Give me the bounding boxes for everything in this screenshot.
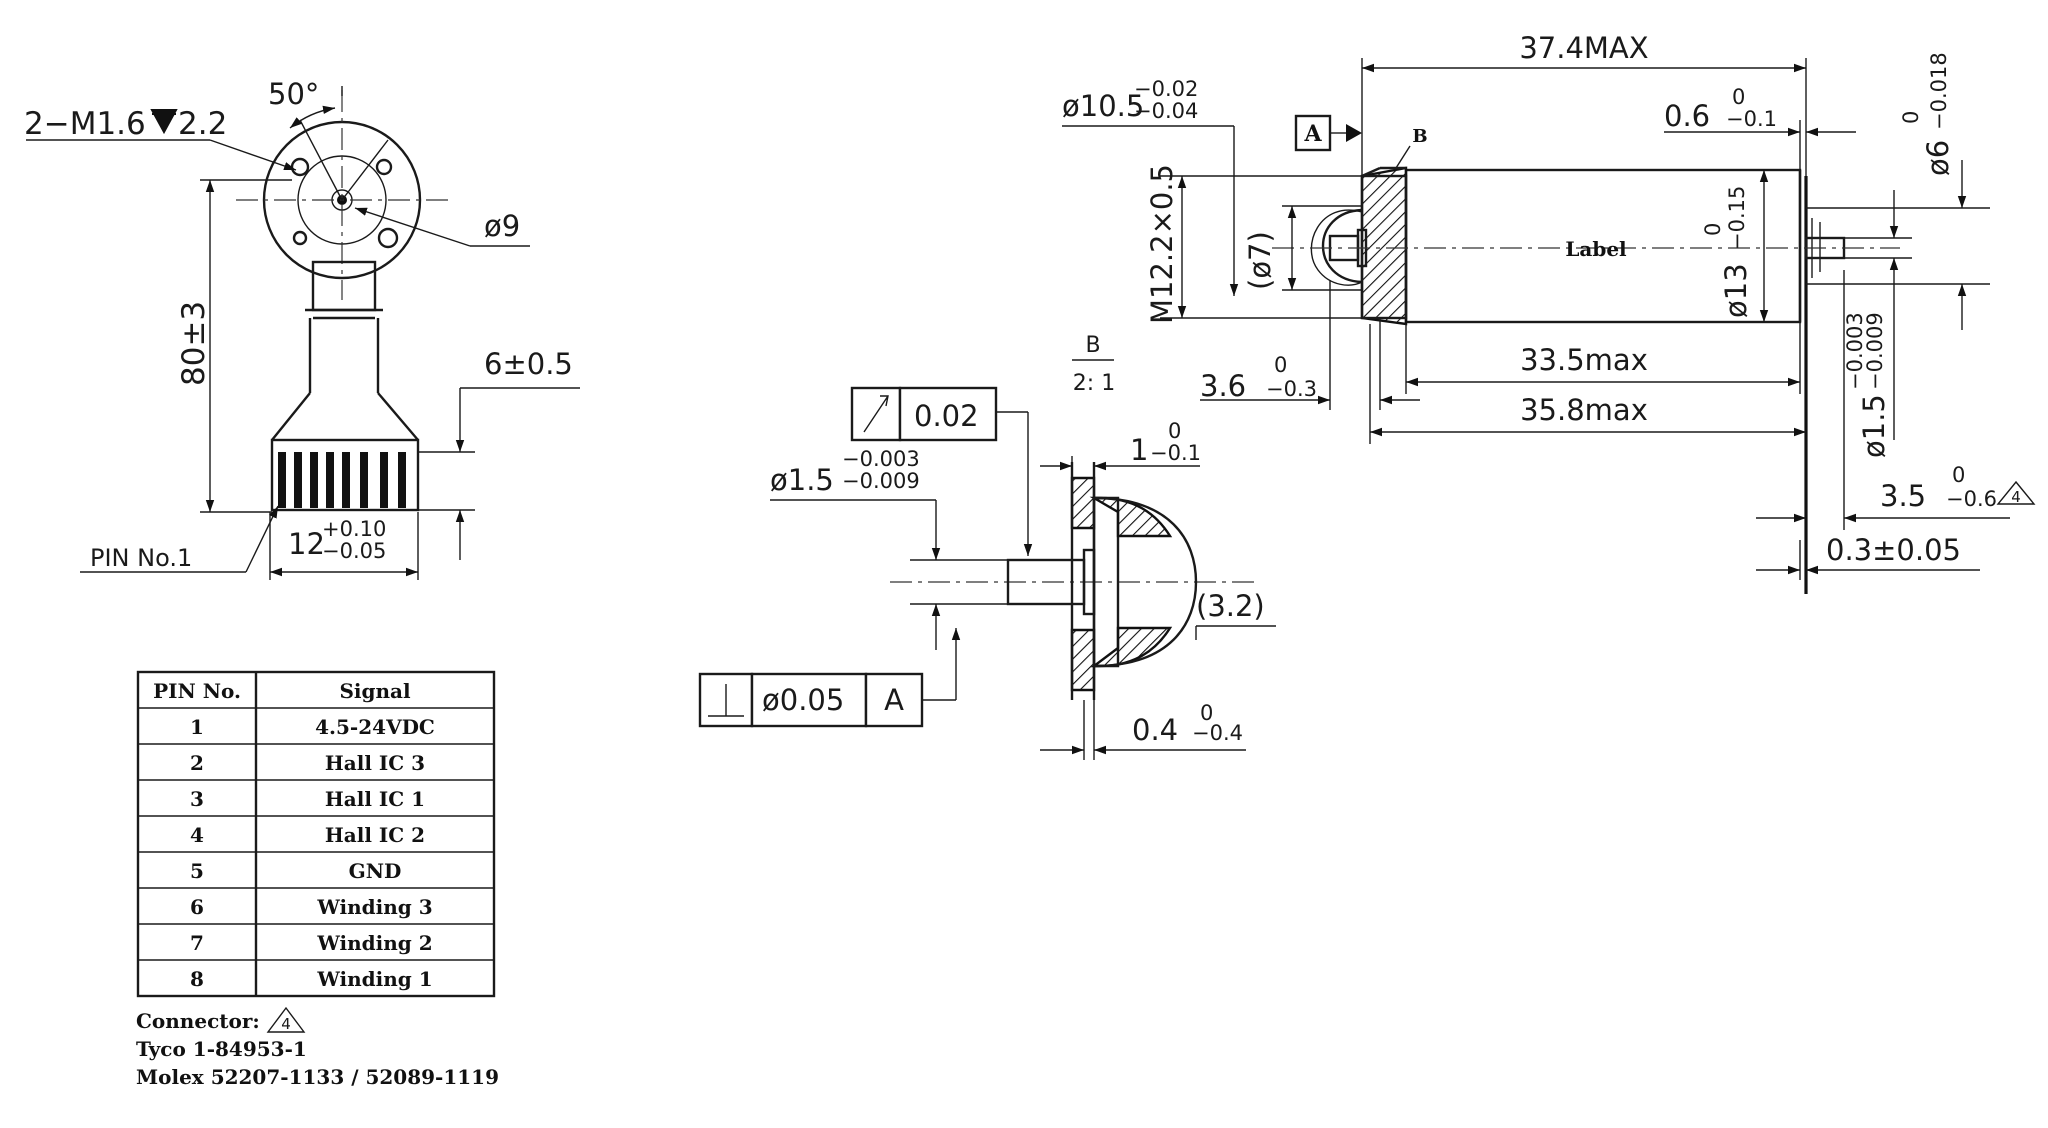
dia15-upper: −0.003 <box>1843 312 1867 390</box>
label-b: B <box>1412 126 1427 147</box>
dim04-upper: 0 <box>1200 701 1213 725</box>
dim04-lower: −0.4 <box>1192 721 1243 745</box>
dim36-nominal: 3.6 <box>1200 369 1246 403</box>
dia6-upper: 0 <box>1899 111 1923 124</box>
body-label: Label <box>1565 237 1627 261</box>
dim35-nominal: 3.5 <box>1880 479 1926 513</box>
connector-note: Connector: 4 Tyco 1-84953-1 Molex 52207-… <box>136 1006 499 1089</box>
dia15-lower: −0.009 <box>1863 312 1887 390</box>
table-cell-pin: 3 <box>190 787 204 811</box>
table-cell-pin: 4 <box>190 823 204 847</box>
dim358-label: 35.8max <box>1520 393 1648 427</box>
dia13-nominal: ø13 <box>1719 263 1753 318</box>
dia9-label: ø9 <box>484 209 520 243</box>
dia7-label: (ø7) <box>1243 231 1277 290</box>
shaft-dia-lower: −0.009 <box>842 469 920 493</box>
dim35-upper: 0 <box>1952 463 1965 487</box>
dim36-upper: 0 <box>1274 353 1287 377</box>
left-end-view: 2−M1.6 2.2 50° ø9 80±3 6±0.5 12 +0.10 −0… <box>24 77 580 580</box>
shaft-dia-upper: −0.003 <box>842 447 920 471</box>
datum-a-label: A <box>1303 121 1322 147</box>
table-cell-signal: GND <box>349 859 402 883</box>
note-triangle-icon <box>266 1006 306 1033</box>
perp-value: ø0.05 <box>762 683 844 717</box>
thread-note: 2−M1.6 <box>24 106 146 142</box>
connector-symbol: 4 <box>281 1015 291 1033</box>
thread-label: M12.2×0.5 <box>1145 164 1179 324</box>
note4-label: 4 <box>2011 488 2021 506</box>
shaft-dia-nominal: ø1.5 <box>770 463 834 497</box>
dia6-lower: −0.018 <box>1927 52 1951 130</box>
dim35-lower: −0.6 <box>1946 487 1997 511</box>
dim1-nominal: 1 <box>1130 433 1148 467</box>
table-cell-signal: Hall IC 3 <box>325 751 425 775</box>
dia105-nominal: ø10.5 <box>1062 89 1144 123</box>
dim6-label: 6±0.5 <box>484 347 573 381</box>
table-cell-pin: 2 <box>190 751 204 775</box>
dia13-lower: −0.15 <box>1725 186 1749 250</box>
len-max-label: 37.4MAX <box>1519 31 1648 65</box>
dim03-label: 0.3±0.05 <box>1826 533 1961 567</box>
table-header-signal: Signal <box>339 679 411 703</box>
table-cell-signal: Hall IC 1 <box>325 787 425 811</box>
len80-label: 80±3 <box>176 301 212 386</box>
table-cell-pin: 6 <box>190 895 204 919</box>
dia13-upper: 0 <box>1701 223 1725 236</box>
detail-scale: 2: 1 <box>1073 371 1115 396</box>
note-triangle-icon <box>1996 480 2036 505</box>
table-cell-signal: Winding 3 <box>316 895 432 919</box>
table-cell-pin: 1 <box>190 715 204 739</box>
dim06-upper: 0 <box>1732 85 1745 109</box>
dia105-upper: −0.02 <box>1134 77 1198 101</box>
connector-line2: Molex 52207-1133 / 52089-1119 <box>136 1065 499 1089</box>
table-cell-pin: 7 <box>190 931 204 955</box>
connector-label: Connector: <box>136 1009 260 1033</box>
dim04-nominal: 0.4 <box>1132 713 1178 747</box>
perpendicularity-icon <box>708 684 744 717</box>
dia105-lower: −0.04 <box>1134 99 1198 123</box>
main-side-view: Label 37.4MAX ø10.5 −0.02 −0.04 A B 0.6 … <box>1062 31 2036 594</box>
perp-datum: A <box>884 683 904 717</box>
dim12-lower: −0.05 <box>322 539 386 563</box>
connector-line1: Tyco 1-84953-1 <box>136 1037 307 1061</box>
depth-symbol-icon <box>150 109 178 135</box>
detail-label: B <box>1085 333 1100 358</box>
dia6-nominal: ø6 <box>1921 140 1955 176</box>
table-header-pin: PIN No. <box>153 679 241 703</box>
dim12-upper: +0.10 <box>322 517 386 541</box>
dim12-nominal: 12 <box>288 527 325 561</box>
cable-contacts <box>278 452 406 508</box>
pin-table: PIN No. Signal 1 4.5-24VDC 2 Hall IC 3 3… <box>136 670 496 998</box>
dim335-label: 33.5max <box>1520 343 1648 377</box>
table-cell-signal: Winding 1 <box>316 967 432 991</box>
dim06-nominal: 0.6 <box>1664 99 1710 133</box>
table-cell-signal: Winding 2 <box>316 931 432 955</box>
angle-label: 50° <box>268 77 319 111</box>
runout-value: 0.02 <box>914 399 979 433</box>
detail-view-b: B 2: 1 0.02 ø1.5 −0.003 −0.009 <box>698 333 1276 760</box>
dim36-lower: −0.3 <box>1266 377 1317 401</box>
dim1-upper: 0 <box>1168 419 1181 443</box>
pin1-label: PIN No.1 <box>90 544 192 572</box>
table-cell-signal: Hall IC 2 <box>325 823 425 847</box>
dim32-label: (3.2) <box>1196 589 1265 623</box>
dia15-nominal: ø1.5 <box>1857 394 1891 458</box>
table-cell-pin: 8 <box>190 967 204 991</box>
runout-arrow-icon <box>863 395 889 433</box>
thread-depth: 2.2 <box>178 106 227 142</box>
table-cell-signal: 4.5-24VDC <box>315 715 435 739</box>
dim06-lower: −0.1 <box>1726 107 1777 131</box>
dim1-lower: −0.1 <box>1150 441 1201 465</box>
table-cell-pin: 5 <box>190 859 204 883</box>
